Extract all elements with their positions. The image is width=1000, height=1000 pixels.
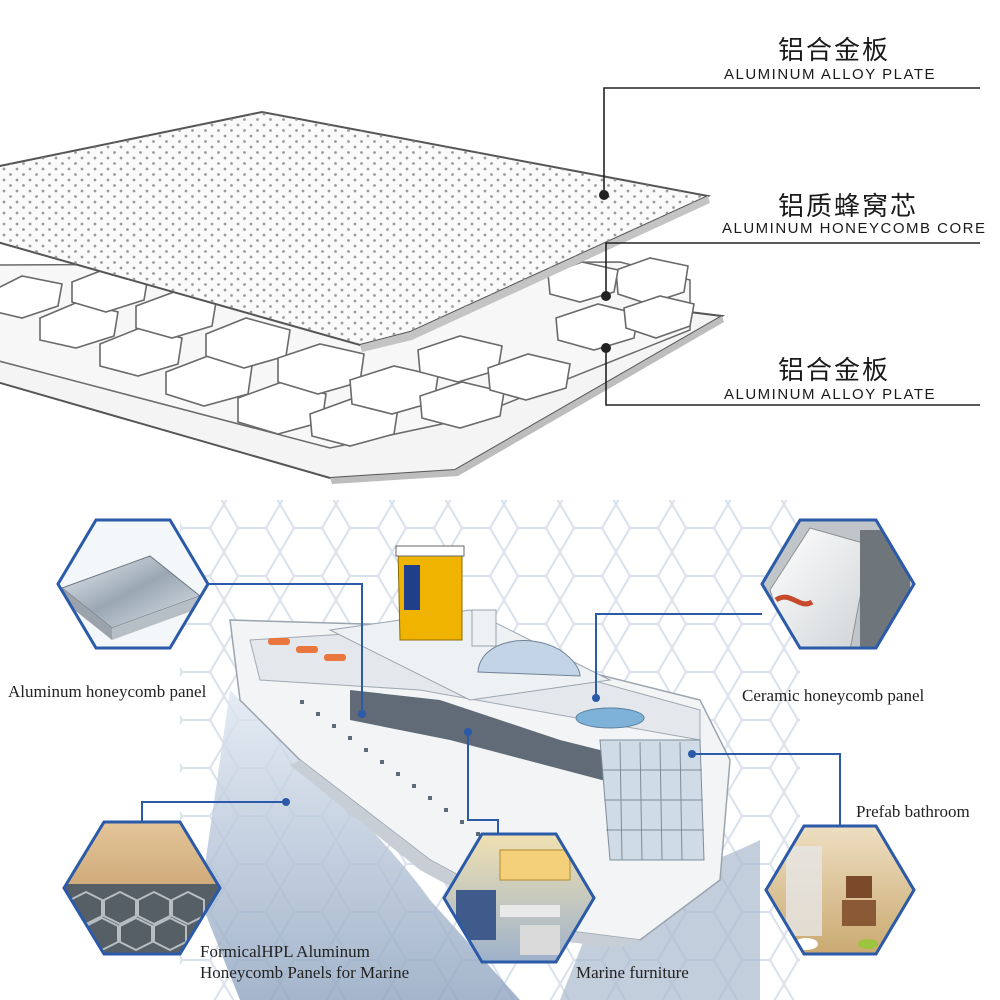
connector-dot-formica	[282, 798, 290, 806]
layer-top-plate-en: ALUMINUM ALLOY PLATE	[724, 66, 937, 83]
leader-dot-bottom-plate	[601, 343, 611, 353]
caption-formica-hpl-line1: FormicalHPL Aluminum	[200, 942, 370, 961]
caption-prefab-bathroom: Prefab bathroom	[856, 802, 970, 821]
honeycomb-core	[0, 257, 695, 449]
leader-dot-top-plate	[599, 190, 609, 200]
leader-dot-core	[601, 291, 611, 301]
layer-leader-lines	[603, 87, 980, 406]
hex-marine-furniture	[442, 832, 596, 964]
layer-bottom-plate-cn: 铝合金板	[778, 356, 891, 386]
caption-ceramic-honeycomb-panel: Ceramic honeycomb panel	[742, 686, 925, 705]
layer-top-plate-cn: 铝合金板	[778, 36, 891, 66]
connector-dot-bathroom	[688, 750, 696, 758]
connector-dot-aluminum	[358, 710, 366, 718]
connector-dot-ceramic	[592, 694, 600, 702]
caption-formica-hpl-line2: Honeycomb Panels for Marine	[200, 963, 410, 982]
layer-core-en: ALUMINUM HONEYCOMB CORE	[722, 220, 987, 237]
hex-aluminum-panel	[56, 518, 210, 650]
connector-dot-furniture	[464, 728, 472, 736]
hex-prefab-bathroom	[764, 824, 916, 956]
top-perforated-plate	[0, 110, 712, 352]
caption-marine-furniture: Marine furniture	[576, 963, 689, 982]
hex-ceramic-panel	[760, 518, 916, 650]
caption-aluminum-honeycomb-panel: Aluminum honeycomb panel	[8, 682, 207, 701]
layer-core-cn: 铝质蜂窝芯	[778, 192, 919, 222]
application-connector-lines	[141, 583, 841, 834]
layer-bottom-plate-en: ALUMINUM ALLOY PLATE	[724, 386, 937, 403]
